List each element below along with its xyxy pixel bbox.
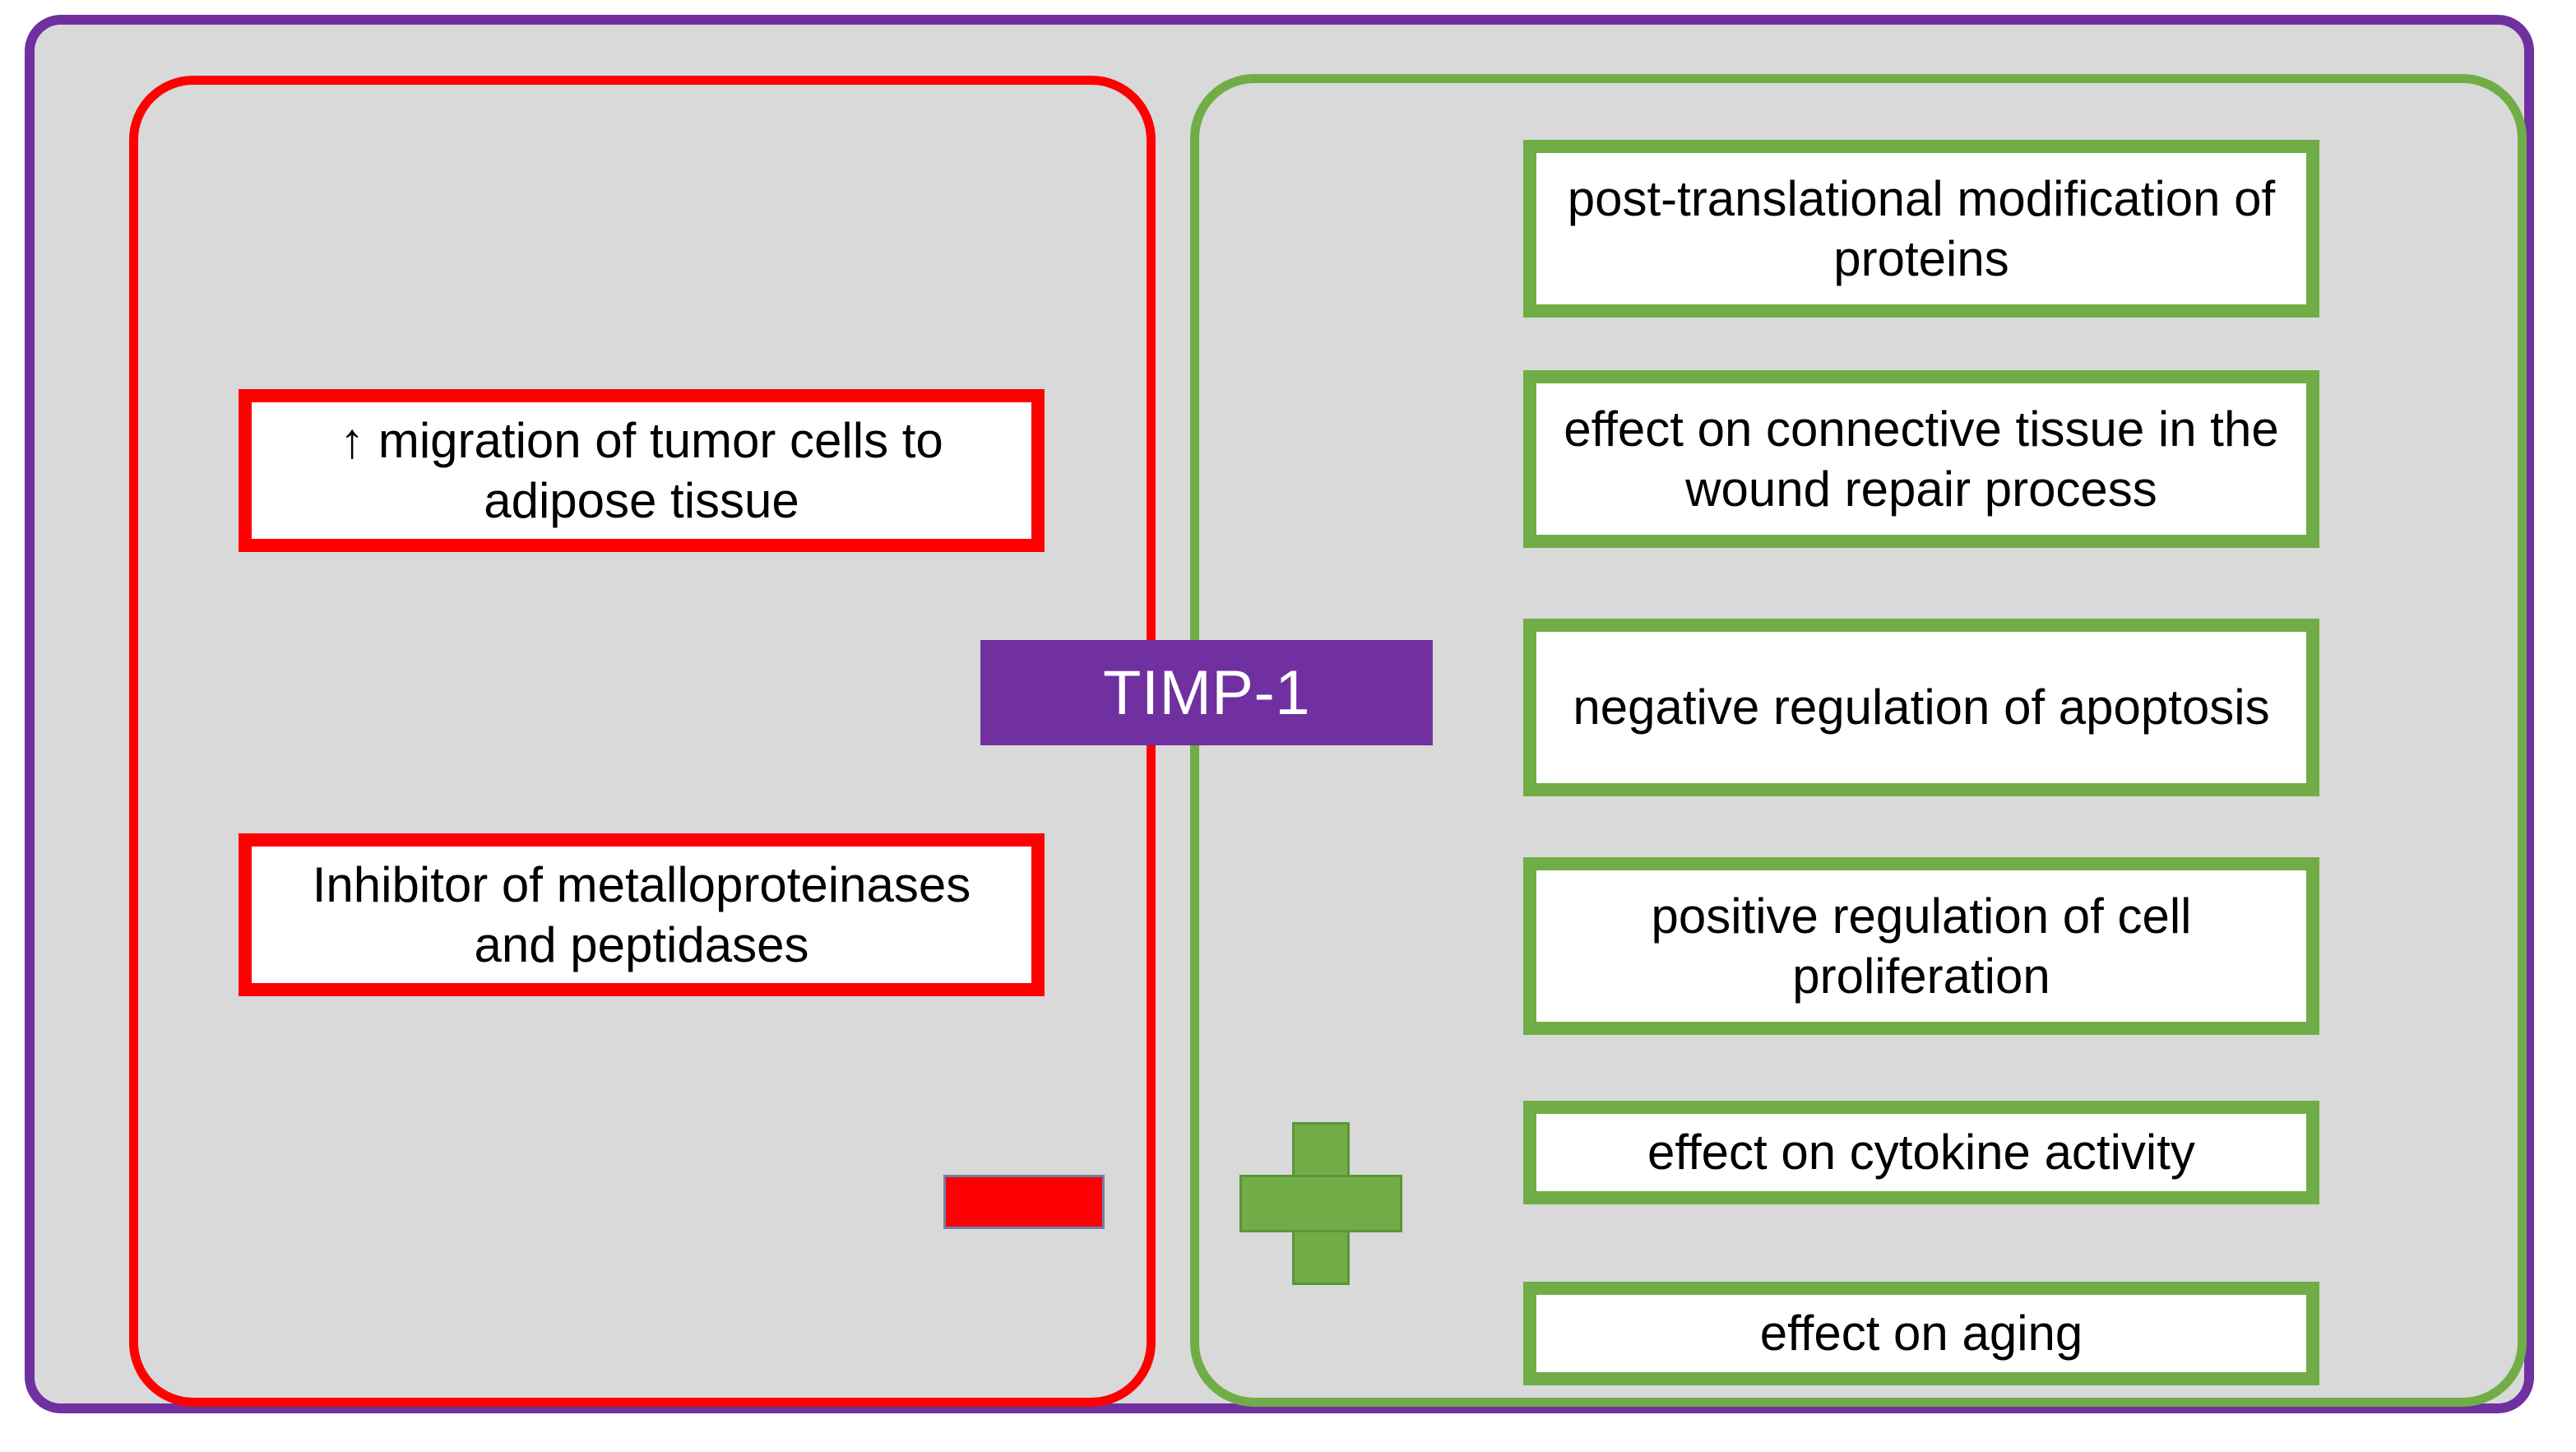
positive-item-aging: effect on aging [1523, 1282, 2319, 1385]
negative-item-migration: ↑ migration of tumor cells to adipose ti… [239, 389, 1045, 552]
plus-icon [1239, 1122, 1402, 1285]
positive-item-post-translational-modification: post-translational modification of prote… [1523, 140, 2319, 318]
center-node-timp1: TIMP-1 [980, 640, 1433, 745]
positive-item-negative-regulation-apoptosis: negative regulation of apoptosis [1523, 619, 2319, 796]
positive-item-connective-tissue: effect on connective tissue in the wound… [1523, 370, 2319, 548]
plus-icon-horizontal-bar [1239, 1175, 1402, 1232]
timp1-outer-frame: ↑ migration of tumor cells to adipose ti… [25, 15, 2534, 1413]
negative-item-inhibitor: Inhibitor of metalloproteinases and pept… [239, 833, 1045, 996]
minus-icon [943, 1175, 1105, 1229]
positive-item-cytokine-activity: effect on cytokine activity [1523, 1101, 2319, 1204]
positive-item-positive-regulation-proliferation: positive regulation of cell proliferatio… [1523, 857, 2319, 1035]
